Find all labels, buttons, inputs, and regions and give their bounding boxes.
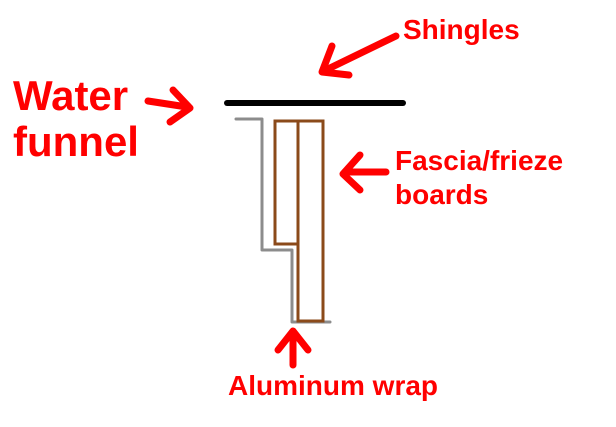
fascia-arrow	[339, 151, 390, 194]
aluminum-wrap-label: Aluminum wrap	[228, 370, 439, 401]
shingles-label: Shingles	[403, 14, 520, 45]
water-funnel-label-line1: Water	[13, 72, 129, 119]
fascia-frieze-label-line1: Fascia/frieze	[395, 145, 564, 176]
water-funnel-label-line2: funnel	[13, 118, 139, 165]
frieze-board	[273, 119, 300, 246]
fascia-board	[296, 119, 325, 323]
aluminum-wrap-outline	[234, 117, 332, 324]
water-funnel-label: Water funnel	[13, 73, 139, 165]
aluminum-wrap-arrow	[274, 327, 312, 369]
fascia-frieze-label: Fascia/frieze boards	[395, 144, 563, 212]
water-funnel-arrow	[144, 86, 194, 126]
shingles-arrow	[318, 32, 400, 79]
fascia-frieze-label-line2: boards	[395, 179, 489, 210]
